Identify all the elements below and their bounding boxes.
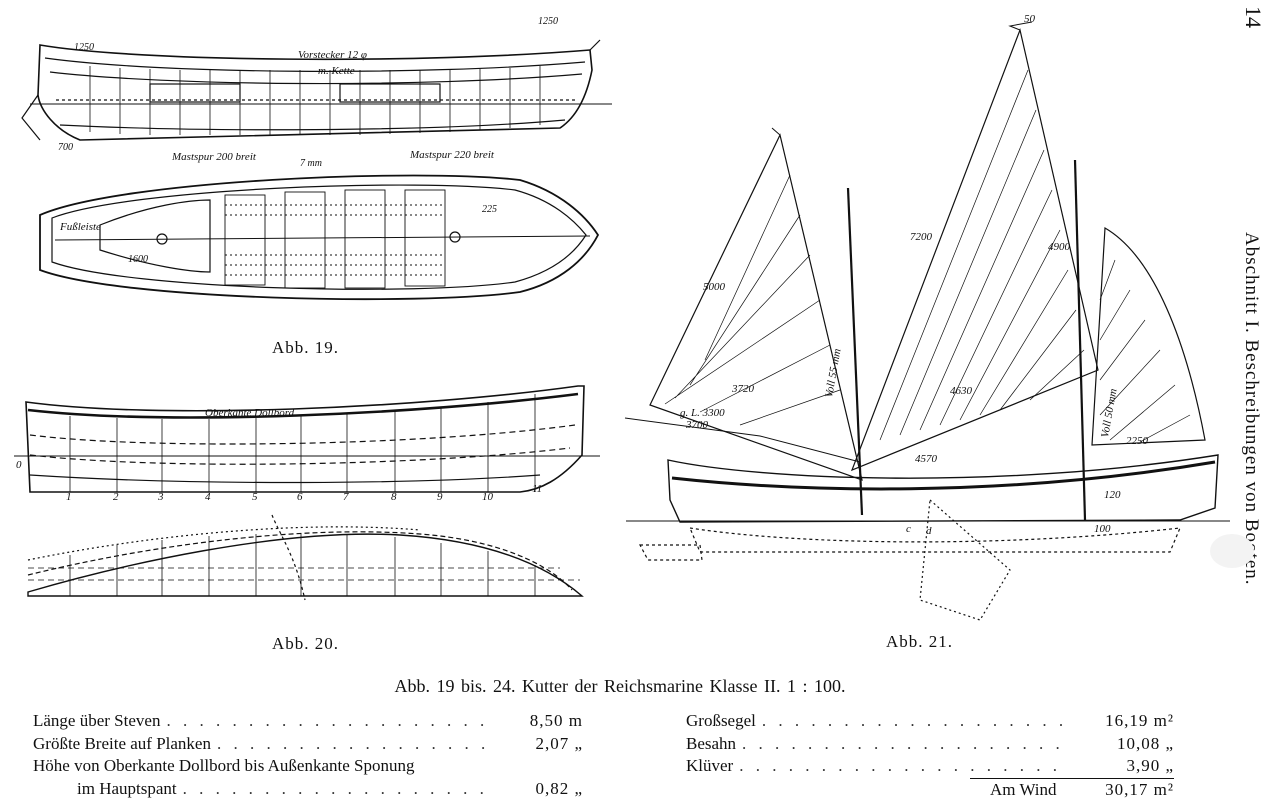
fig21-dim-4900: 4900 [1048,241,1071,253]
spec-row-grosssegel: Großsegel 16,19 m² [686,710,1174,733]
spec-label: Länge über Steven [33,711,161,730]
fig20-lines [14,385,600,601]
fig21-dim-5000: 5000 [703,281,726,293]
spec-value: 8,50 m [529,711,583,730]
fig20-station-8: 8 [391,491,397,503]
dot-leader [739,755,1068,778]
fig20-station-10: 10 [482,491,494,503]
technical-drawings: Mastspur 200 breit Mastspur 220 breit Vo… [14,13,1230,621]
spec-row-sum: Am Wind 30,17 m² [970,777,1174,802]
spec-label: Besahn [686,733,737,753]
fig21-label-c: c [906,523,911,535]
fig19-dim-7mm: 7 mm [300,158,322,169]
fig20-station-7: 7 [343,491,349,503]
spec-value: 3,90 „ [1126,756,1174,775]
spec-row-kluever: Klüver 3,90 „ [686,755,1174,778]
sum-value: 30,17 m² [1105,779,1174,799]
spec-label: Klüver [686,756,734,775]
fig20-station-6: 6 [297,491,303,503]
fig19-dim-1250-a: 1250 [74,42,94,53]
spec-row-beam: Größte Breite auf Planken 2,07 „ [33,733,583,756]
spec-label: Höhe von Oberkante Dollbord bis Außenkan… [33,756,415,775]
fig21-dim-4570: 4570 [915,453,938,465]
spec-label: Großsegel [686,711,756,730]
fig20-station-1: 1 [66,491,72,503]
fig19-dim-225: 225 [482,204,497,215]
dot-leader [217,733,493,756]
fig21-dim-3700: 3700 [685,419,709,431]
fig21-dim-3720: 3720 [731,383,755,395]
fig21-sailplan [624,21,1230,621]
fig21-caption: Abb. 21. [886,632,954,651]
fig20-waterline-0: 0 [16,459,22,471]
fig20-station-9: 9 [437,491,443,503]
page-blemish [1210,534,1254,568]
fig19-label-fussleiste: Fußleiste [59,221,101,233]
page-number: 14 [1241,6,1266,28]
spec-row-depth-cont: im Hauptspant 0,82 „ [33,778,583,801]
fig21-label-d: d [926,525,932,537]
fig21-dim-120: 120 [1104,489,1121,501]
fig21-dim-50: 50 [1024,13,1036,25]
spec-value: 16,19 m² [1105,711,1174,730]
figure-title: Abb. 19 bis. 24. Kutter der Reichsmarine… [394,676,846,696]
fig19-caption: Abb. 19. [272,338,340,357]
fig20-caption: Abb. 20. [272,634,340,653]
specs-right: Großsegel 16,19 m² Besahn 10,08 „ Klüver… [686,710,1174,801]
fig19-plan [39,174,600,301]
fig21-dim-100: 100 [1094,523,1111,535]
fig19-label-kette: m. Kette [318,65,355,77]
fig19-label-vorstecker: Vorstecker 12 φ [298,49,367,61]
fig19-label-mastspur-2: Mastspur 220 breit [409,149,495,161]
spec-row-besahn: Besahn 10,08 „ [686,733,1174,756]
fig19-profile [21,39,612,141]
fig19-label-mastspur-1: Mastspur 200 breit [171,151,257,163]
dot-leader [762,710,1068,733]
spec-row-depth: Höhe von Oberkante Dollbord bis Außenkan… [33,755,583,778]
fig19-dim-1600: 1600 [128,254,148,265]
fig21-dim-2250: 2250 [1126,435,1149,447]
sum-label: Am Wind [990,779,1057,799]
fig21-dim-4630: 4630 [950,385,973,397]
spec-value: 2,07 „ [535,733,583,753]
fig21-dim-7200: 7200 [910,231,933,243]
fig19-dim-700: 700 [58,142,73,153]
running-header: Abschnitt I. Beschreibungen von Booten. [1241,232,1262,586]
fig21-label-gl: g. L. 3300 [680,407,725,419]
fig20-station-3: 3 [157,491,164,503]
dot-leader [183,778,493,801]
fig20-station-5: 5 [252,491,258,503]
fig20-station-4: 4 [205,491,211,503]
fig20-label-oberkante: Oberkante Dollbord [205,407,295,419]
dot-leader [166,710,493,733]
spec-value: 10,08 „ [1116,733,1174,753]
spec-value: 0,82 „ [535,778,583,798]
spec-label: Größte Breite auf Planken [33,733,211,753]
dot-leader [742,733,1068,756]
specs-left: Länge über Steven 8,50 m Größte Breite a… [33,710,583,800]
spec-label: im Hauptspant [77,778,177,798]
fig20-station-2: 2 [113,491,119,503]
spec-row-length: Länge über Steven 8,50 m [33,710,583,733]
fig20-station-11: 11 [532,483,542,495]
fig19-dim-1250-b: 1250 [538,16,558,27]
